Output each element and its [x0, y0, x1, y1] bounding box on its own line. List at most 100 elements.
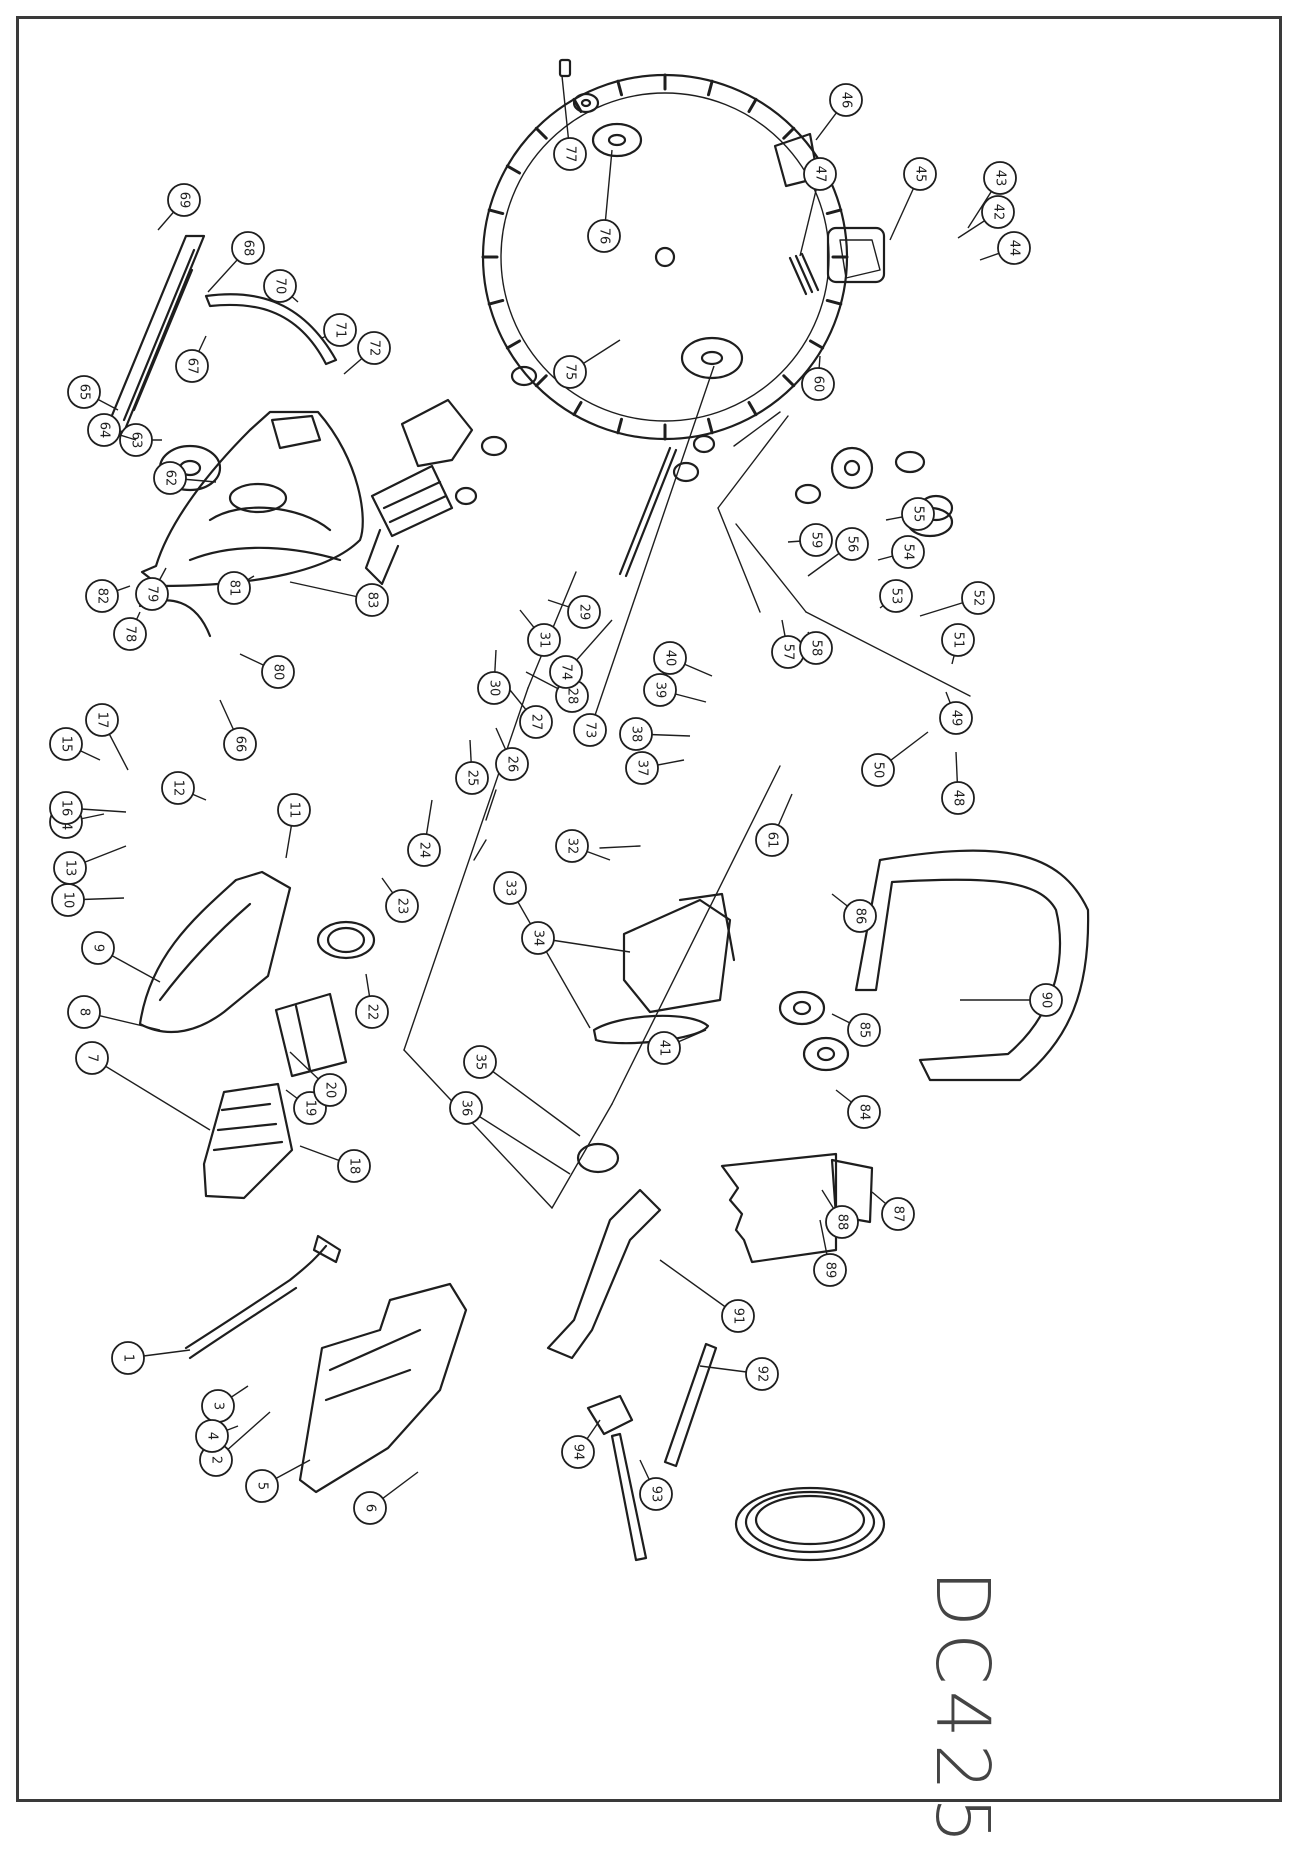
- callout-24: 24: [407, 799, 441, 867]
- spindle-shaft: [618, 446, 678, 578]
- gear-hub: [830, 446, 874, 490]
- assembly-line: [717, 507, 761, 613]
- callout-number: 58: [809, 640, 824, 657]
- callout-number: 54: [901, 544, 916, 561]
- callout-circle: [553, 137, 587, 171]
- callout-circle: [847, 1095, 881, 1129]
- callout-number: 24: [417, 842, 432, 859]
- blade-tooth: [616, 79, 624, 97]
- callout-number: 32: [565, 838, 580, 855]
- callout-29: 29: [547, 595, 601, 629]
- callout-number: 94: [571, 1444, 586, 1461]
- callout-54: 54: [877, 535, 925, 569]
- callout-11: 11: [277, 793, 311, 859]
- wheel-upper: [778, 990, 826, 1026]
- callout-84: 84: [835, 1089, 881, 1129]
- callout-number: 13: [63, 860, 78, 877]
- callout-number: 64: [97, 422, 112, 439]
- callout-number: 10: [61, 892, 76, 909]
- callout-number: 57: [781, 644, 796, 661]
- saw-blade: [481, 73, 849, 441]
- callout-circle: [231, 231, 265, 265]
- callout-group: 1234567891011121314151617181920222324252…: [49, 75, 1063, 1525]
- callout-number: 6: [363, 1504, 378, 1512]
- callout-60: 60: [801, 355, 835, 401]
- leader-line: [509, 887, 591, 1029]
- callout-number: 50: [871, 762, 886, 779]
- assembly-line: [733, 411, 781, 447]
- motor-base-housing: [622, 892, 736, 1014]
- callout-4: 4: [195, 1419, 239, 1453]
- callout-circle: [941, 623, 975, 657]
- callout-circle: [355, 583, 389, 617]
- callout-circle: [639, 1477, 673, 1511]
- callout-69: 69: [157, 183, 201, 231]
- callout-38: 38: [619, 717, 691, 751]
- callout-27: 27: [509, 689, 553, 739]
- callout-33: 33: [493, 871, 591, 1029]
- callout-number: 40: [663, 650, 678, 667]
- assembly-line: [599, 845, 641, 849]
- callout-circle: [135, 577, 169, 611]
- callout-81: 81: [217, 571, 255, 605]
- callout-72: 72: [343, 331, 391, 375]
- callout-circle: [843, 899, 877, 933]
- callout-32: 32: [555, 829, 611, 863]
- callout-number: 19: [303, 1100, 318, 1117]
- leader-line: [479, 1061, 581, 1137]
- callout-number: 61: [765, 832, 780, 849]
- callout-circle: [337, 1149, 371, 1183]
- callout-number: 69: [177, 192, 192, 209]
- callout-circle: [903, 157, 937, 191]
- callout-number: 46: [839, 92, 854, 109]
- rear-handle: [298, 1282, 468, 1494]
- blade-tooth: [706, 417, 714, 435]
- assembly-line: [611, 765, 781, 1105]
- callout-number: 82: [95, 588, 110, 605]
- leader-line: [465, 1107, 571, 1175]
- callout-circle: [113, 617, 147, 651]
- callout-90: 90: [960, 983, 1063, 1017]
- blade-tooth: [706, 79, 714, 97]
- callout-circle: [587, 219, 621, 253]
- callout-circle: [803, 157, 837, 191]
- callout-93: 93: [639, 1459, 673, 1511]
- callout-number: 18: [347, 1158, 362, 1175]
- callout-number: 93: [649, 1486, 664, 1503]
- callout-number: 45: [913, 166, 928, 183]
- callout-number: 3: [211, 1402, 226, 1410]
- blade-tooth: [505, 164, 522, 175]
- callout-circle: [49, 791, 83, 825]
- blade-tooth: [825, 298, 843, 306]
- callout-circle: [263, 269, 297, 303]
- assembly-line: [485, 789, 497, 821]
- callout-number: 23: [395, 898, 410, 915]
- callout-number: 83: [365, 592, 380, 609]
- callout-76: 76: [587, 149, 621, 253]
- callout-circle: [997, 231, 1031, 265]
- callout-circle: [407, 833, 441, 867]
- callout-circle: [983, 161, 1017, 195]
- callout-number: 90: [1039, 992, 1054, 1009]
- blade-tooth: [572, 400, 583, 417]
- callout-number: 30: [487, 680, 502, 697]
- spacer-ring: [576, 1142, 620, 1174]
- callout-68: 68: [207, 231, 265, 293]
- callout-number: 80: [271, 664, 286, 681]
- callout-41: 41: [647, 1029, 707, 1065]
- callout-circle: [353, 1491, 387, 1525]
- callout-number: 84: [857, 1104, 872, 1121]
- callout-circle: [357, 331, 391, 365]
- callout-80: 80: [239, 653, 295, 689]
- callout-59: 59: [787, 523, 833, 557]
- callout-number: 25: [465, 770, 480, 787]
- callout-circle: [901, 497, 935, 531]
- callout-number: 39: [653, 682, 668, 699]
- callout-circle: [813, 1253, 847, 1287]
- callout-61: 61: [755, 793, 793, 857]
- assembly-line: [717, 415, 789, 509]
- callout-circle: [961, 581, 995, 615]
- callout-63: 63: [119, 423, 162, 457]
- callout-62: 62: [153, 461, 217, 495]
